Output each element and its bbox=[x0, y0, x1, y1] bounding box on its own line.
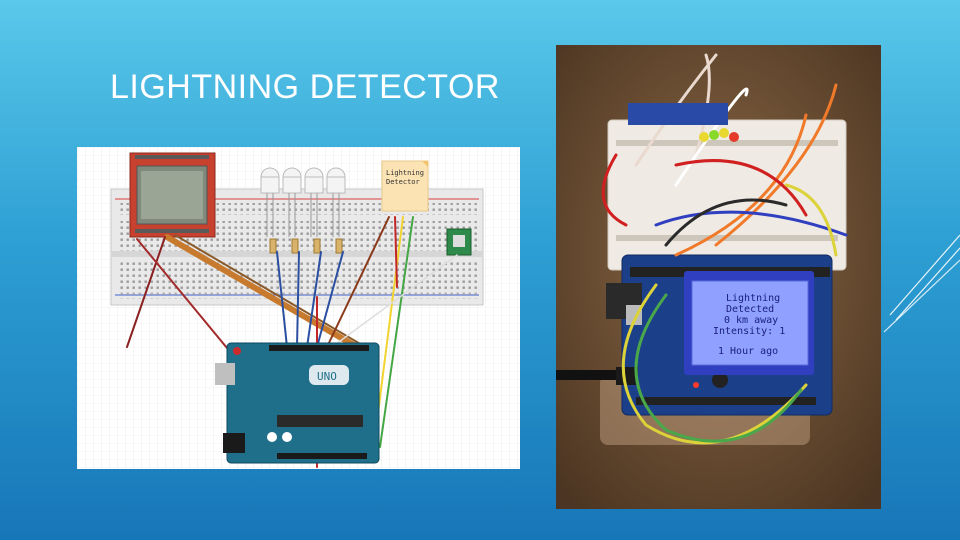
resistors bbox=[269, 238, 343, 254]
board-label: UNO bbox=[317, 370, 337, 383]
photo-power-cable bbox=[556, 367, 638, 385]
wiring-schematic: Lightning Detector bbox=[77, 147, 520, 469]
lcd-line1: Lightning bbox=[726, 293, 780, 304]
photo-leds bbox=[699, 128, 739, 142]
photo-drawing: Lightning Detected 0 km away Intensity: … bbox=[556, 45, 881, 509]
decorative-lines bbox=[883, 234, 960, 333]
arduino-board: UNO bbox=[215, 342, 380, 464]
schematic-drawing: Lightning Detector bbox=[77, 147, 520, 469]
led-array bbox=[260, 167, 346, 194]
lcd-line5: 1 Hour ago bbox=[718, 346, 778, 357]
lcd-line4: Intensity: 1 bbox=[713, 326, 785, 337]
sensor-module bbox=[446, 228, 472, 256]
note-line1: Lightning bbox=[386, 169, 424, 177]
sticky-note: Lightning Detector bbox=[381, 160, 429, 212]
device-photo: Lightning Detected 0 km away Intensity: … bbox=[556, 45, 881, 509]
photo-wires bbox=[601, 53, 848, 445]
lcd-line2: Detected bbox=[726, 304, 774, 315]
photo-lcd: Lightning Detected 0 km away Intensity: … bbox=[684, 271, 814, 375]
lcd-module bbox=[129, 152, 216, 238]
lcd-line3: 0 km away bbox=[724, 315, 778, 326]
note-line2: Detector bbox=[386, 178, 420, 186]
slide-title: LIGHTNING DETECTOR bbox=[110, 68, 500, 106]
photo-sensor-board bbox=[628, 103, 728, 125]
